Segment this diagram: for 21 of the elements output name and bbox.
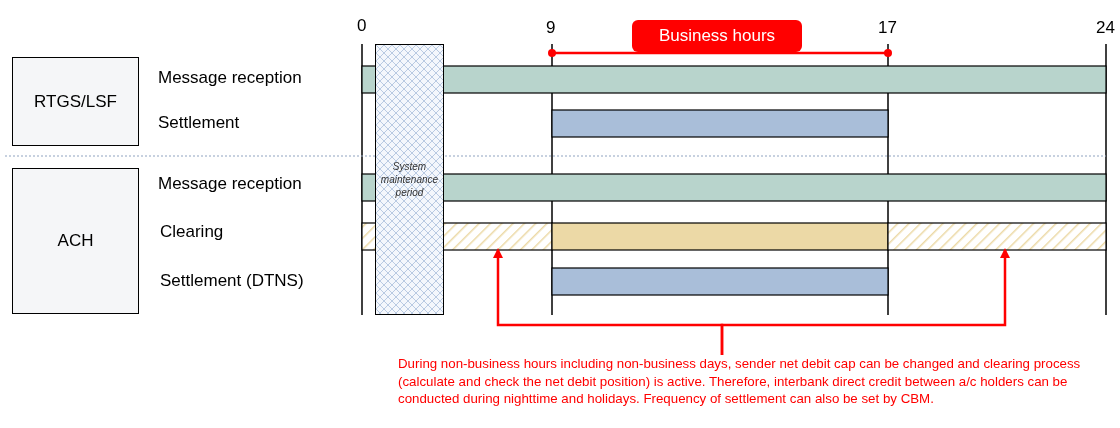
timeline-bar	[551, 267, 889, 296]
note-text: During non-business hours including non-business days, sender net debit cap can be changed and clearing process (calculate and check the net debit position) is active. Therefore, interbank direct credit between a/c holders can be conducted during nighttime and holidays. Frequency of settlement can also be set by CBM.	[398, 355, 1098, 427]
row-label: Message reception	[158, 174, 302, 194]
tick-label: 0	[357, 16, 367, 36]
tick-label: 9	[546, 18, 556, 38]
hatched-timeline-bar	[887, 222, 1107, 251]
timeline-bar	[551, 222, 889, 251]
timeline-bar	[361, 173, 1107, 202]
row-label: Message reception	[158, 68, 302, 88]
maintenance-period-block: System maintenance period	[375, 44, 444, 315]
row-label: Settlement	[158, 113, 240, 133]
system-box: ACH	[12, 168, 139, 314]
timeline-bar	[551, 109, 889, 138]
leader-arrow	[720, 248, 1010, 355]
tick-label: 17	[878, 18, 897, 38]
row-label: Clearing	[160, 222, 224, 242]
tick-label: 24	[1096, 18, 1115, 38]
system-box: RTGS/LSF	[12, 57, 139, 146]
timeline-bar	[361, 65, 1107, 94]
business-hours-badge: Business hours	[632, 20, 802, 52]
row-label: Settlement (DTNS)	[160, 271, 304, 291]
